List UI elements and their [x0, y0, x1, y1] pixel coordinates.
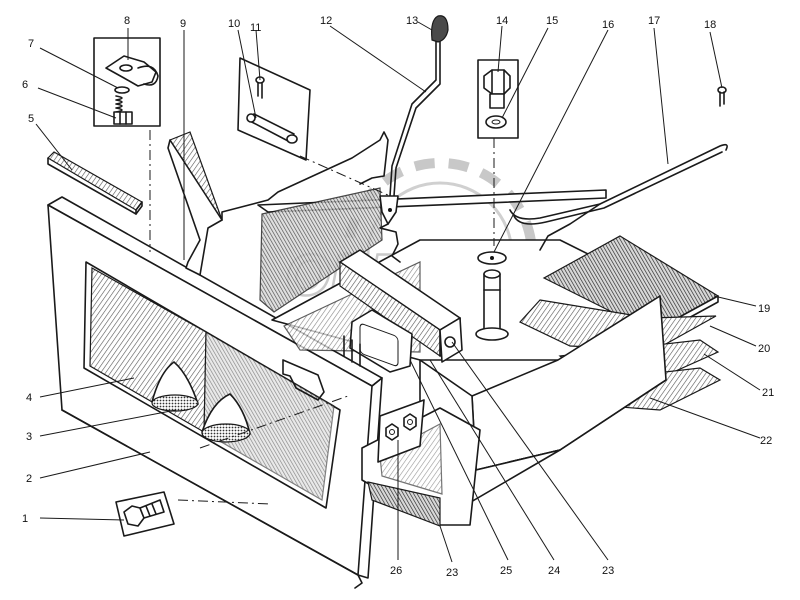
- spring-washer: [485, 115, 507, 129]
- callout-23-right: 23: [602, 565, 614, 577]
- bolt-1: [115, 491, 175, 537]
- nut-right: [403, 413, 417, 431]
- callout-14: 14: [496, 15, 508, 27]
- callout-12: 12: [320, 15, 332, 27]
- pin-kit-box: [237, 57, 311, 161]
- rubber-cone-upper: [151, 361, 199, 412]
- lower-frame: [361, 399, 481, 527]
- lever-knob: [431, 15, 449, 43]
- cross-beam: [339, 249, 463, 373]
- leader-lines: [35, 21, 761, 563]
- callout-7: 7: [28, 38, 34, 50]
- rubber-cone-lower: [201, 393, 251, 443]
- seal-strip: [47, 151, 143, 215]
- callout-labels: 1 2 3 4 5 6 7 8 9 10 11 12 13 14 15 16 1…: [22, 15, 774, 579]
- control-rod: [509, 143, 728, 251]
- callout-16: 16: [602, 19, 614, 31]
- callout-25: 25: [500, 565, 512, 577]
- column-post: [475, 251, 509, 341]
- callout-13: 13: [406, 15, 418, 27]
- callout-20: 20: [758, 343, 770, 355]
- callout-19: 19: [758, 303, 770, 315]
- callout-24: 24: [548, 565, 560, 577]
- callout-22: 22: [760, 435, 772, 447]
- callout-21: 21: [762, 387, 774, 399]
- callout-10: 10: [228, 18, 240, 30]
- callout-2: 2: [26, 473, 32, 485]
- callout-8: 8: [124, 15, 130, 27]
- callout-9: 9: [180, 18, 186, 30]
- callout-11: 11: [250, 22, 261, 34]
- clamp-kit-box: [93, 37, 161, 127]
- cotter-pin-18: [717, 86, 727, 107]
- callout-15: 15: [546, 15, 558, 27]
- callout-5: 5: [28, 113, 34, 125]
- callout-4: 4: [26, 392, 32, 404]
- callout-1: 1: [22, 513, 28, 525]
- clamp: [105, 55, 159, 87]
- bolt-kit-box: [477, 59, 519, 139]
- hex-bolt: [483, 69, 511, 109]
- spring: [113, 95, 133, 125]
- callout-6: 6: [22, 79, 28, 91]
- callout-18: 18: [704, 19, 716, 31]
- callout-26: 26: [390, 565, 402, 577]
- callout-17: 17: [648, 15, 660, 27]
- gear-lever: [379, 15, 449, 263]
- split-pin-11: [255, 76, 265, 99]
- pin-10: [246, 113, 298, 144]
- assembly-centerlines: [149, 130, 495, 505]
- callout-3: 3: [26, 431, 32, 443]
- callout-23-left: 23: [446, 567, 458, 579]
- washer: [114, 86, 130, 94]
- nut-left: [385, 423, 399, 441]
